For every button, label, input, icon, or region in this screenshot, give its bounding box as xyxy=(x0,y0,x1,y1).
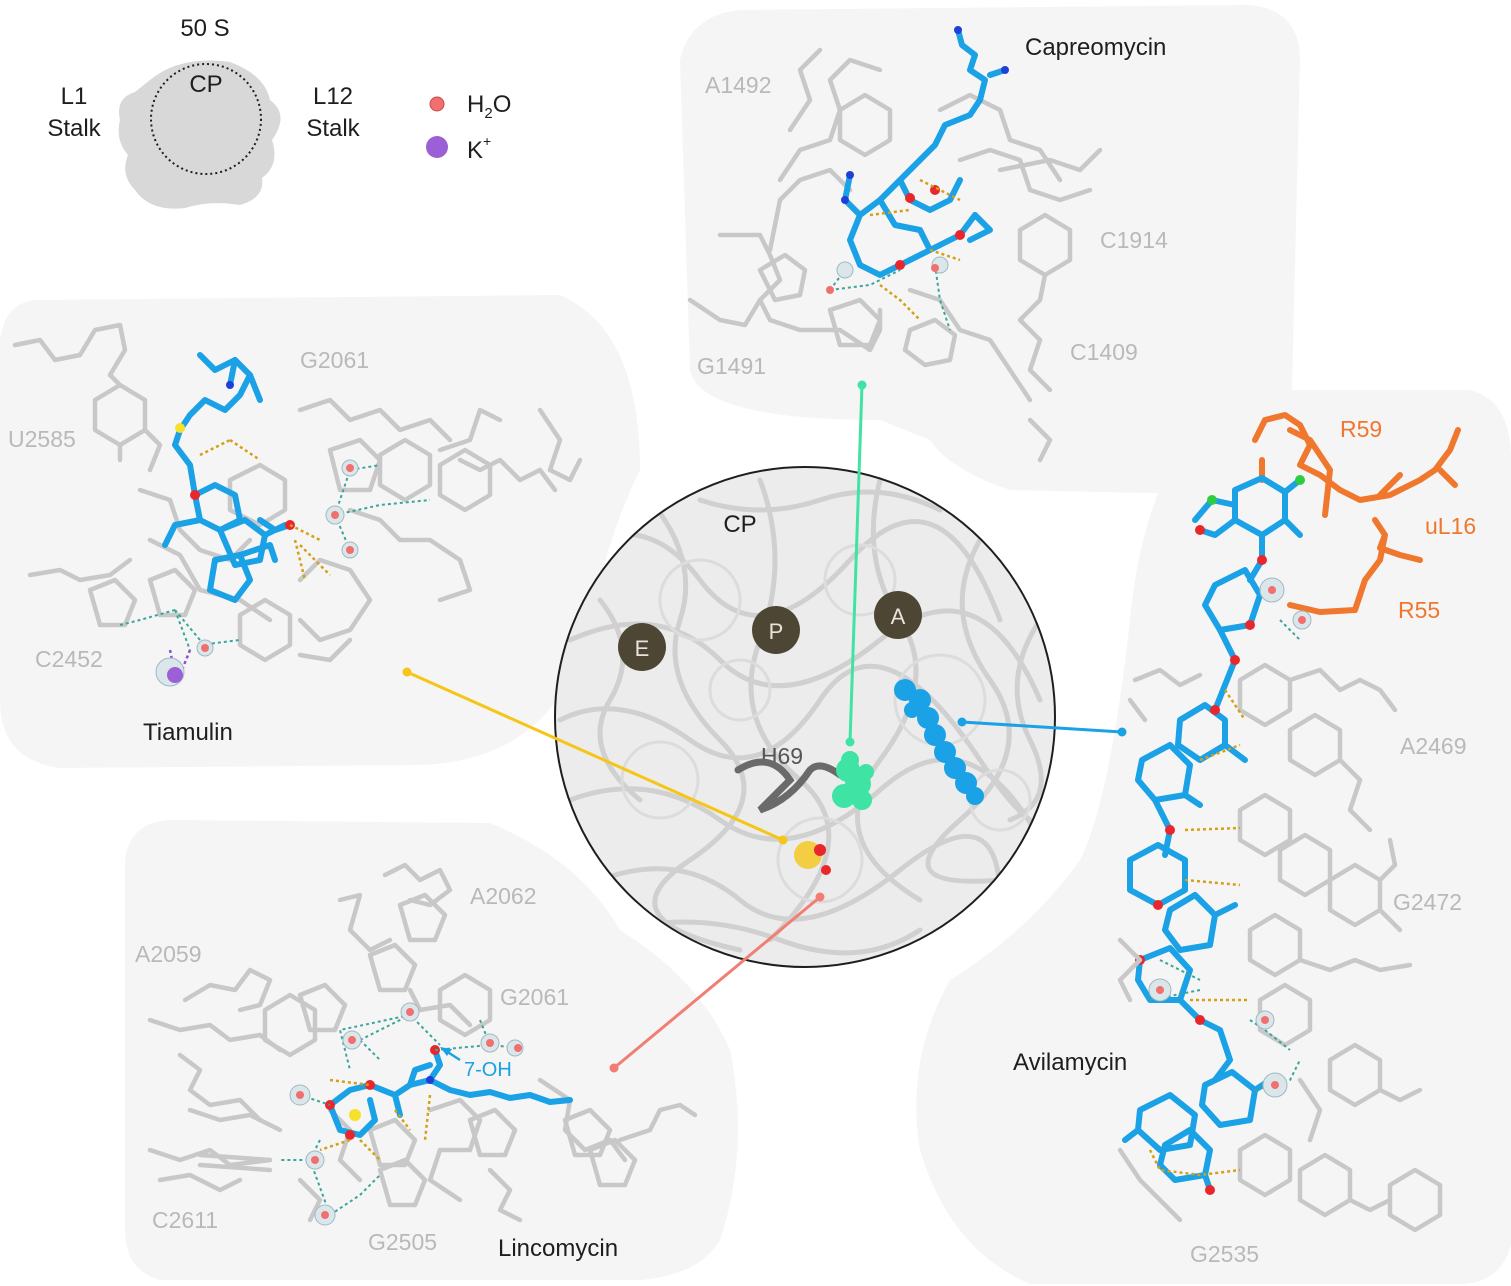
residue-u2585: U2585 xyxy=(8,426,76,452)
p-site-label: P xyxy=(769,619,784,644)
ribosome-detail-view: CP E P A H69 xyxy=(554,466,1056,968)
connectors xyxy=(402,380,1127,1073)
residue-r55: R55 xyxy=(1398,597,1440,623)
residue-g2472: G2472 xyxy=(1393,889,1462,915)
potassium-legend-marker xyxy=(426,136,448,158)
water-legend-marker xyxy=(429,96,445,112)
tiamulin-title: Tiamulin xyxy=(143,719,233,746)
residue-a2469: A2469 xyxy=(1400,733,1467,759)
avilamycin-panel-bg xyxy=(916,390,1511,1284)
avilamycin-title: Avilamycin xyxy=(1013,1049,1127,1076)
avilamycin-structure xyxy=(1117,412,1461,1233)
tiamulin-connector xyxy=(406,670,784,842)
protein-ul16: uL16 xyxy=(1425,513,1476,539)
capreomycin-binding-site xyxy=(832,751,874,810)
residue-c2452: C2452 xyxy=(35,646,103,672)
tiamulin-structure xyxy=(12,322,583,687)
lincomycin-connector xyxy=(613,895,821,1070)
p-site-marker xyxy=(752,606,800,654)
residue-c1409: C1409 xyxy=(1070,339,1138,365)
e-site-marker xyxy=(618,623,666,671)
residue-a2059: A2059 xyxy=(135,941,202,967)
inset-cp-label: CP xyxy=(189,71,222,98)
ptc-binding-site xyxy=(794,841,831,875)
h69-helix xyxy=(734,758,844,814)
l1-label-line1: L1 xyxy=(61,83,88,110)
l12-label-line1: L12 xyxy=(313,83,353,110)
capreomycin-structure xyxy=(687,26,1103,463)
seven-oh-label: 7-OH xyxy=(464,1059,512,1081)
capreomycin-title: Capreomycin xyxy=(1025,34,1166,61)
a-site-marker xyxy=(874,591,922,639)
central-protuberance-outline xyxy=(150,63,262,175)
residue-a2062: A2062 xyxy=(470,883,537,909)
residue-g2061-tiamulin: G2061 xyxy=(300,347,369,373)
residue-c1914: C1914 xyxy=(1100,227,1168,253)
lincomycin-title: Lincomycin xyxy=(498,1235,618,1262)
l1-label-line2: Stalk xyxy=(47,115,101,142)
residue-r59: R59 xyxy=(1340,416,1382,442)
avilamycin-binding-site xyxy=(894,679,984,805)
avilamycin-connector xyxy=(961,720,1123,734)
residue-c2611: C2611 xyxy=(152,1207,218,1233)
a-site-label: A xyxy=(891,604,906,629)
residue-a1492: A1492 xyxy=(705,72,772,98)
e-site-label: E xyxy=(635,636,650,661)
residue-g1491: G1491 xyxy=(697,353,766,379)
inset-title: 50 S xyxy=(180,15,229,42)
residue-g2535: G2535 xyxy=(1190,1241,1259,1267)
lincomycin-structure xyxy=(147,862,698,1226)
center-cp-label: CP xyxy=(723,511,756,538)
ribosome-inset: 50 S CP L1 Stalk L12 Stalk xyxy=(47,15,361,209)
capreomycin-connector xyxy=(848,384,864,743)
legend: H2O K+ xyxy=(426,91,511,164)
ribosome-silhouette xyxy=(118,60,281,209)
water-legend-label: H2O xyxy=(467,91,511,122)
residue-g2061-lincomycin: G2061 xyxy=(500,984,569,1010)
l12-label-line2: Stalk xyxy=(306,115,360,142)
potassium-legend-label: K+ xyxy=(467,133,491,164)
residue-g2505: G2505 xyxy=(368,1229,437,1255)
